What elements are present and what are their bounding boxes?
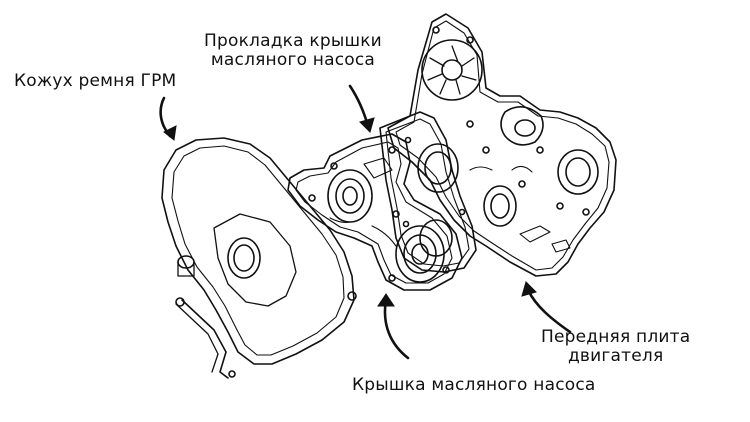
label-gasket-line1: Прокладка крышки bbox=[204, 31, 382, 51]
label-timing-belt-cover: Кожух ремня ГРМ bbox=[14, 71, 177, 91]
timing-belt-cover bbox=[161, 137, 357, 379]
arrow-front-plate bbox=[526, 288, 572, 334]
label-gasket-line2: масляного насоса bbox=[210, 50, 376, 70]
arrow-pump-cover bbox=[383, 298, 410, 360]
label-front-engine-plate: Передняя плита двигателя bbox=[541, 328, 690, 366]
label-oil-pump-cover: Крышка масляного насоса bbox=[352, 375, 596, 395]
label-oil-pump-cover-gasket: Прокладка крышки масляного насоса bbox=[204, 32, 382, 70]
pointer-arrows bbox=[159, 84, 572, 360]
label-plate-line1: Передняя плита bbox=[541, 327, 691, 347]
label-plate-line2: двигателя bbox=[567, 346, 664, 366]
front-engine-plate bbox=[387, 13, 617, 277]
oil-pump-cover-gasket bbox=[379, 111, 477, 273]
